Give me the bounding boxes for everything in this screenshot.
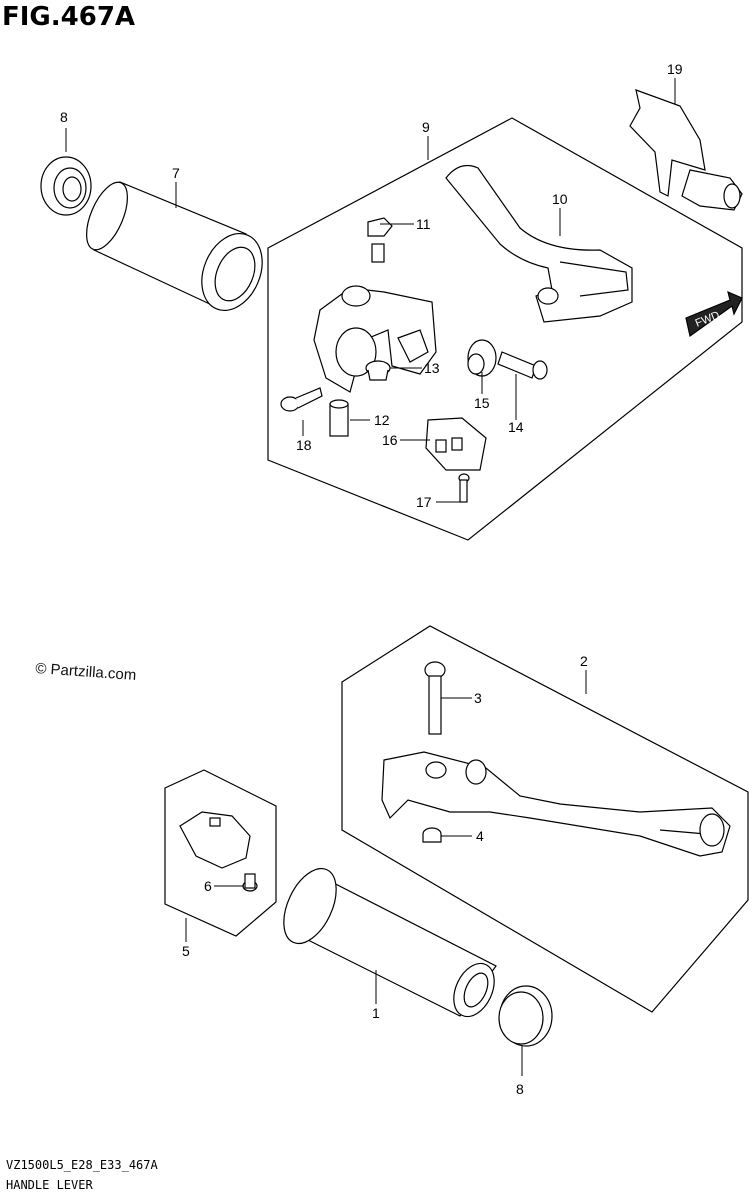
part-9-lever-bracket bbox=[313, 285, 437, 393]
figure-name: HANDLE LEVER bbox=[6, 1178, 93, 1192]
part-16-clutch-switch bbox=[425, 417, 487, 471]
part-7-handle-grip bbox=[86, 181, 263, 312]
part-15-adjuster bbox=[467, 339, 497, 377]
callout-14: 14 bbox=[508, 419, 524, 435]
callout-6: 6 bbox=[204, 878, 212, 894]
part-3-pivot-bolt bbox=[424, 661, 446, 735]
part-14-pivot-bolt bbox=[497, 351, 548, 380]
callout-11: 11 bbox=[416, 216, 431, 232]
part-11-set-screw bbox=[367, 217, 393, 263]
callout-15: 15 bbox=[474, 395, 490, 411]
part-17-screw bbox=[458, 473, 470, 503]
fwd-arrow-icon bbox=[685, 290, 743, 338]
callout-10: 10 bbox=[552, 191, 568, 207]
part-8-grip-end-cap-lower bbox=[498, 985, 553, 1047]
kit-outline-9 bbox=[267, 117, 743, 541]
callout-8-upper: 8 bbox=[60, 109, 68, 125]
part-6-screw bbox=[242, 873, 258, 892]
callout-16: 16 bbox=[382, 432, 398, 448]
figure-model-code: VZ1500L5_E28_E33_467A bbox=[6, 1158, 158, 1172]
callout-4: 4 bbox=[476, 828, 484, 844]
callout-13: 13 bbox=[424, 360, 440, 376]
part-2-brake-lever bbox=[381, 751, 731, 857]
part-1-handle-grip bbox=[283, 867, 497, 1018]
part-8-grip-end-cap bbox=[40, 156, 92, 216]
callout-12: 12 bbox=[374, 412, 390, 428]
part-13-bushing bbox=[365, 360, 391, 381]
callout-7: 7 bbox=[172, 165, 180, 181]
part-4-nut bbox=[422, 827, 442, 843]
callout-18: 18 bbox=[296, 437, 312, 453]
part-18-bolt bbox=[280, 387, 323, 412]
callout-1: 1 bbox=[372, 1005, 380, 1021]
callout-9: 9 bbox=[422, 119, 430, 135]
callout-3: 3 bbox=[474, 690, 482, 706]
kit-outline-2 bbox=[341, 625, 749, 1013]
kit-outline-5 bbox=[164, 769, 277, 937]
part-5-brake-switch bbox=[179, 811, 251, 869]
fwd-label: FWD bbox=[694, 309, 722, 330]
callout-17: 17 bbox=[416, 494, 432, 510]
callout-2: 2 bbox=[580, 653, 588, 669]
leader-lines bbox=[65, 78, 676, 1076]
part-19-lever-cover bbox=[629, 89, 743, 211]
callout-19: 19 bbox=[667, 61, 683, 77]
callout-labels: 19 8 9 7 10 11 13 12 18 16 15 14 17 2 3 … bbox=[60, 61, 683, 1097]
part-10-clutch-lever bbox=[445, 165, 633, 323]
callout-8-lower: 8 bbox=[516, 1081, 524, 1097]
part-12-spacer bbox=[329, 399, 349, 437]
callout-5: 5 bbox=[182, 943, 190, 959]
figure-title: FIG.467A bbox=[2, 2, 136, 32]
